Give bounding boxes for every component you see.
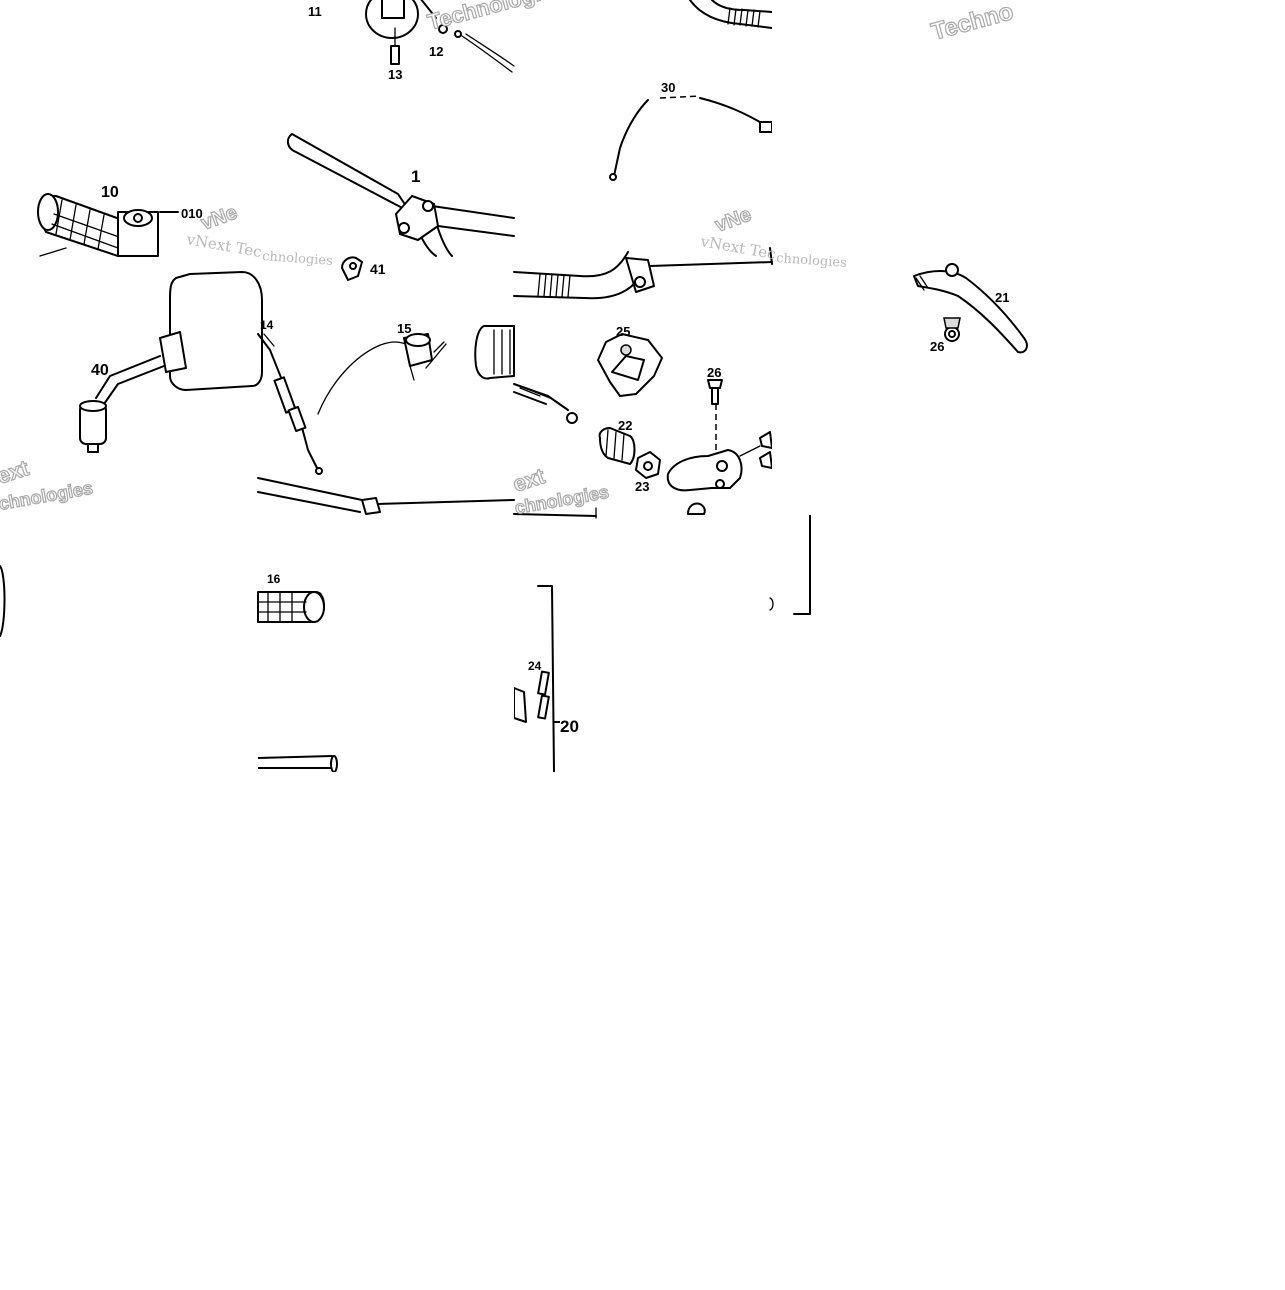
lower-bar-16 bbox=[257, 755, 338, 773]
label-14: 14 bbox=[260, 318, 274, 332]
cable-14 bbox=[257, 333, 323, 475]
label-26-top: 26 bbox=[707, 365, 721, 380]
spring-22 bbox=[598, 427, 636, 465]
clamp-assembly-top bbox=[365, 0, 515, 73]
label-10: 10 bbox=[101, 184, 119, 201]
handlebar-right-half bbox=[513, 247, 773, 300]
fitting-15 bbox=[403, 333, 447, 381]
bolts-24 bbox=[513, 670, 550, 723]
label-1: 1 bbox=[411, 167, 420, 186]
lever-21 bbox=[913, 263, 1028, 354]
label-41: 41 bbox=[370, 261, 386, 277]
label-13: 13 bbox=[388, 67, 402, 82]
watermark-vnext-left: vNext Tec bbox=[184, 230, 263, 261]
watermark-ext-center: ext bbox=[510, 463, 549, 497]
bracket-edge-left bbox=[0, 565, 6, 637]
watermark-chnologies-right: chnologies bbox=[776, 251, 848, 271]
label-30: 30 bbox=[661, 80, 675, 95]
bracket-25 bbox=[597, 333, 663, 397]
label-40: 40 bbox=[91, 362, 109, 379]
bracket-edge-right bbox=[769, 513, 811, 615]
label-15: 15 bbox=[397, 321, 411, 336]
nut-23 bbox=[635, 451, 661, 479]
label-21: 21 bbox=[995, 290, 1009, 305]
bolt-26 bbox=[707, 379, 723, 468]
label-22: 22 bbox=[618, 418, 632, 433]
watermark-vne-right: vNe bbox=[712, 203, 754, 236]
mirror-40 bbox=[79, 271, 263, 453]
part-labels: 1 10 010 11 12 13 14 15 16 20 21 22 23 2… bbox=[91, 4, 1009, 736]
label-11: 11 bbox=[308, 4, 322, 19]
watermark-chnologies-mid: chnologies bbox=[262, 249, 334, 269]
watermark-vnext-right: vNext Tec bbox=[698, 232, 777, 263]
small-nut-bottom bbox=[687, 502, 706, 515]
lever-housing bbox=[666, 431, 773, 492]
label-12: 12 bbox=[429, 44, 443, 59]
grip-end-cut bbox=[474, 325, 515, 380]
label-24: 24 bbox=[528, 659, 542, 673]
bar-bracket-strip bbox=[513, 507, 597, 519]
watermark-technologies-top: Technologies bbox=[425, 0, 567, 35]
clip-41 bbox=[341, 256, 363, 281]
bracket-20 bbox=[537, 585, 561, 773]
lower-bar-left bbox=[257, 477, 515, 515]
cable-loop bbox=[317, 341, 407, 415]
clamp-010 bbox=[117, 209, 179, 257]
label-16: 16 bbox=[267, 572, 281, 586]
label-23: 23 bbox=[635, 479, 649, 494]
watermark-ext-left: ext bbox=[0, 455, 32, 489]
label-25: 25 bbox=[616, 324, 630, 339]
knurled-grip-left bbox=[537, 273, 571, 298]
cable-end-left bbox=[513, 383, 578, 424]
label-010: 010 bbox=[181, 206, 203, 221]
label-26-bottom: 26 bbox=[930, 339, 944, 354]
watermark-vne-left: vNe bbox=[198, 201, 240, 234]
knurled-grip-section bbox=[727, 7, 761, 28]
cable-30 bbox=[609, 95, 773, 181]
grip-16 bbox=[257, 591, 325, 623]
handlebar-right-end bbox=[689, 0, 773, 29]
grip-10 bbox=[37, 193, 129, 257]
label-20: 20 bbox=[560, 717, 579, 736]
handlebar-1 bbox=[286, 133, 515, 257]
